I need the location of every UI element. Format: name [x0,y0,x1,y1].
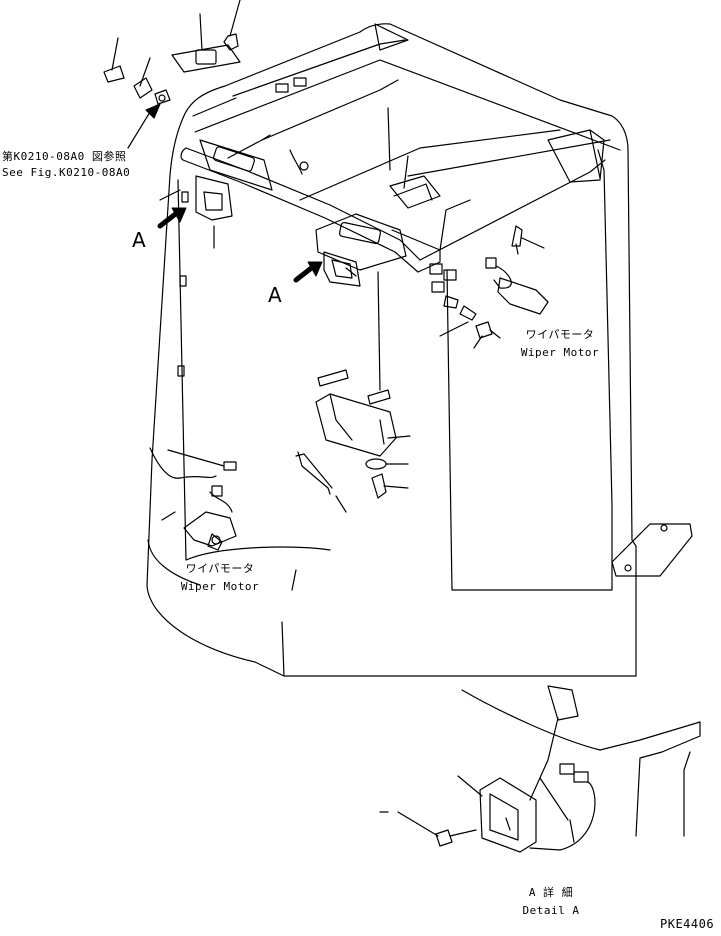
detail-label-en: Detail A [522,904,580,917]
roof-box [275,77,441,209]
washer-bracket [295,271,411,513]
view-arrow-center [293,261,323,283]
reference-arrow [127,103,161,149]
detail-label-jp: A 詳 細 [528,886,574,899]
left-lamp [195,139,273,249]
cab-body [146,107,637,677]
wiper-motor-label-jp-left: ワイパモータ [185,562,255,575]
cab-roof [182,23,629,151]
wiper-motor-label-en-right: Wiper Motor [520,346,600,359]
view-arrow-left [157,207,187,229]
top-bracket [171,0,241,73]
reference-label-jp: 第K0210-08A0 図参照 [2,150,127,163]
left-wiring [149,191,237,551]
view-marker-center: A [268,283,283,307]
mount-bracket [611,523,693,577]
wiper-motor-label-en-left: Wiper Motor [180,580,260,593]
leader-lines [281,569,297,677]
drawing-number: PKE4406 [660,917,715,931]
detail-a [379,685,701,853]
right-wiper-motor [429,225,549,349]
left-hardware [103,37,171,105]
center-lamp [315,199,471,287]
view-marker-left: A [132,228,147,252]
front-rail [180,79,611,273]
reference-label-en: See Fig.K0210-08A0 [2,166,131,179]
wiper-motor-label-jp-right: ワイパモータ [525,328,595,341]
